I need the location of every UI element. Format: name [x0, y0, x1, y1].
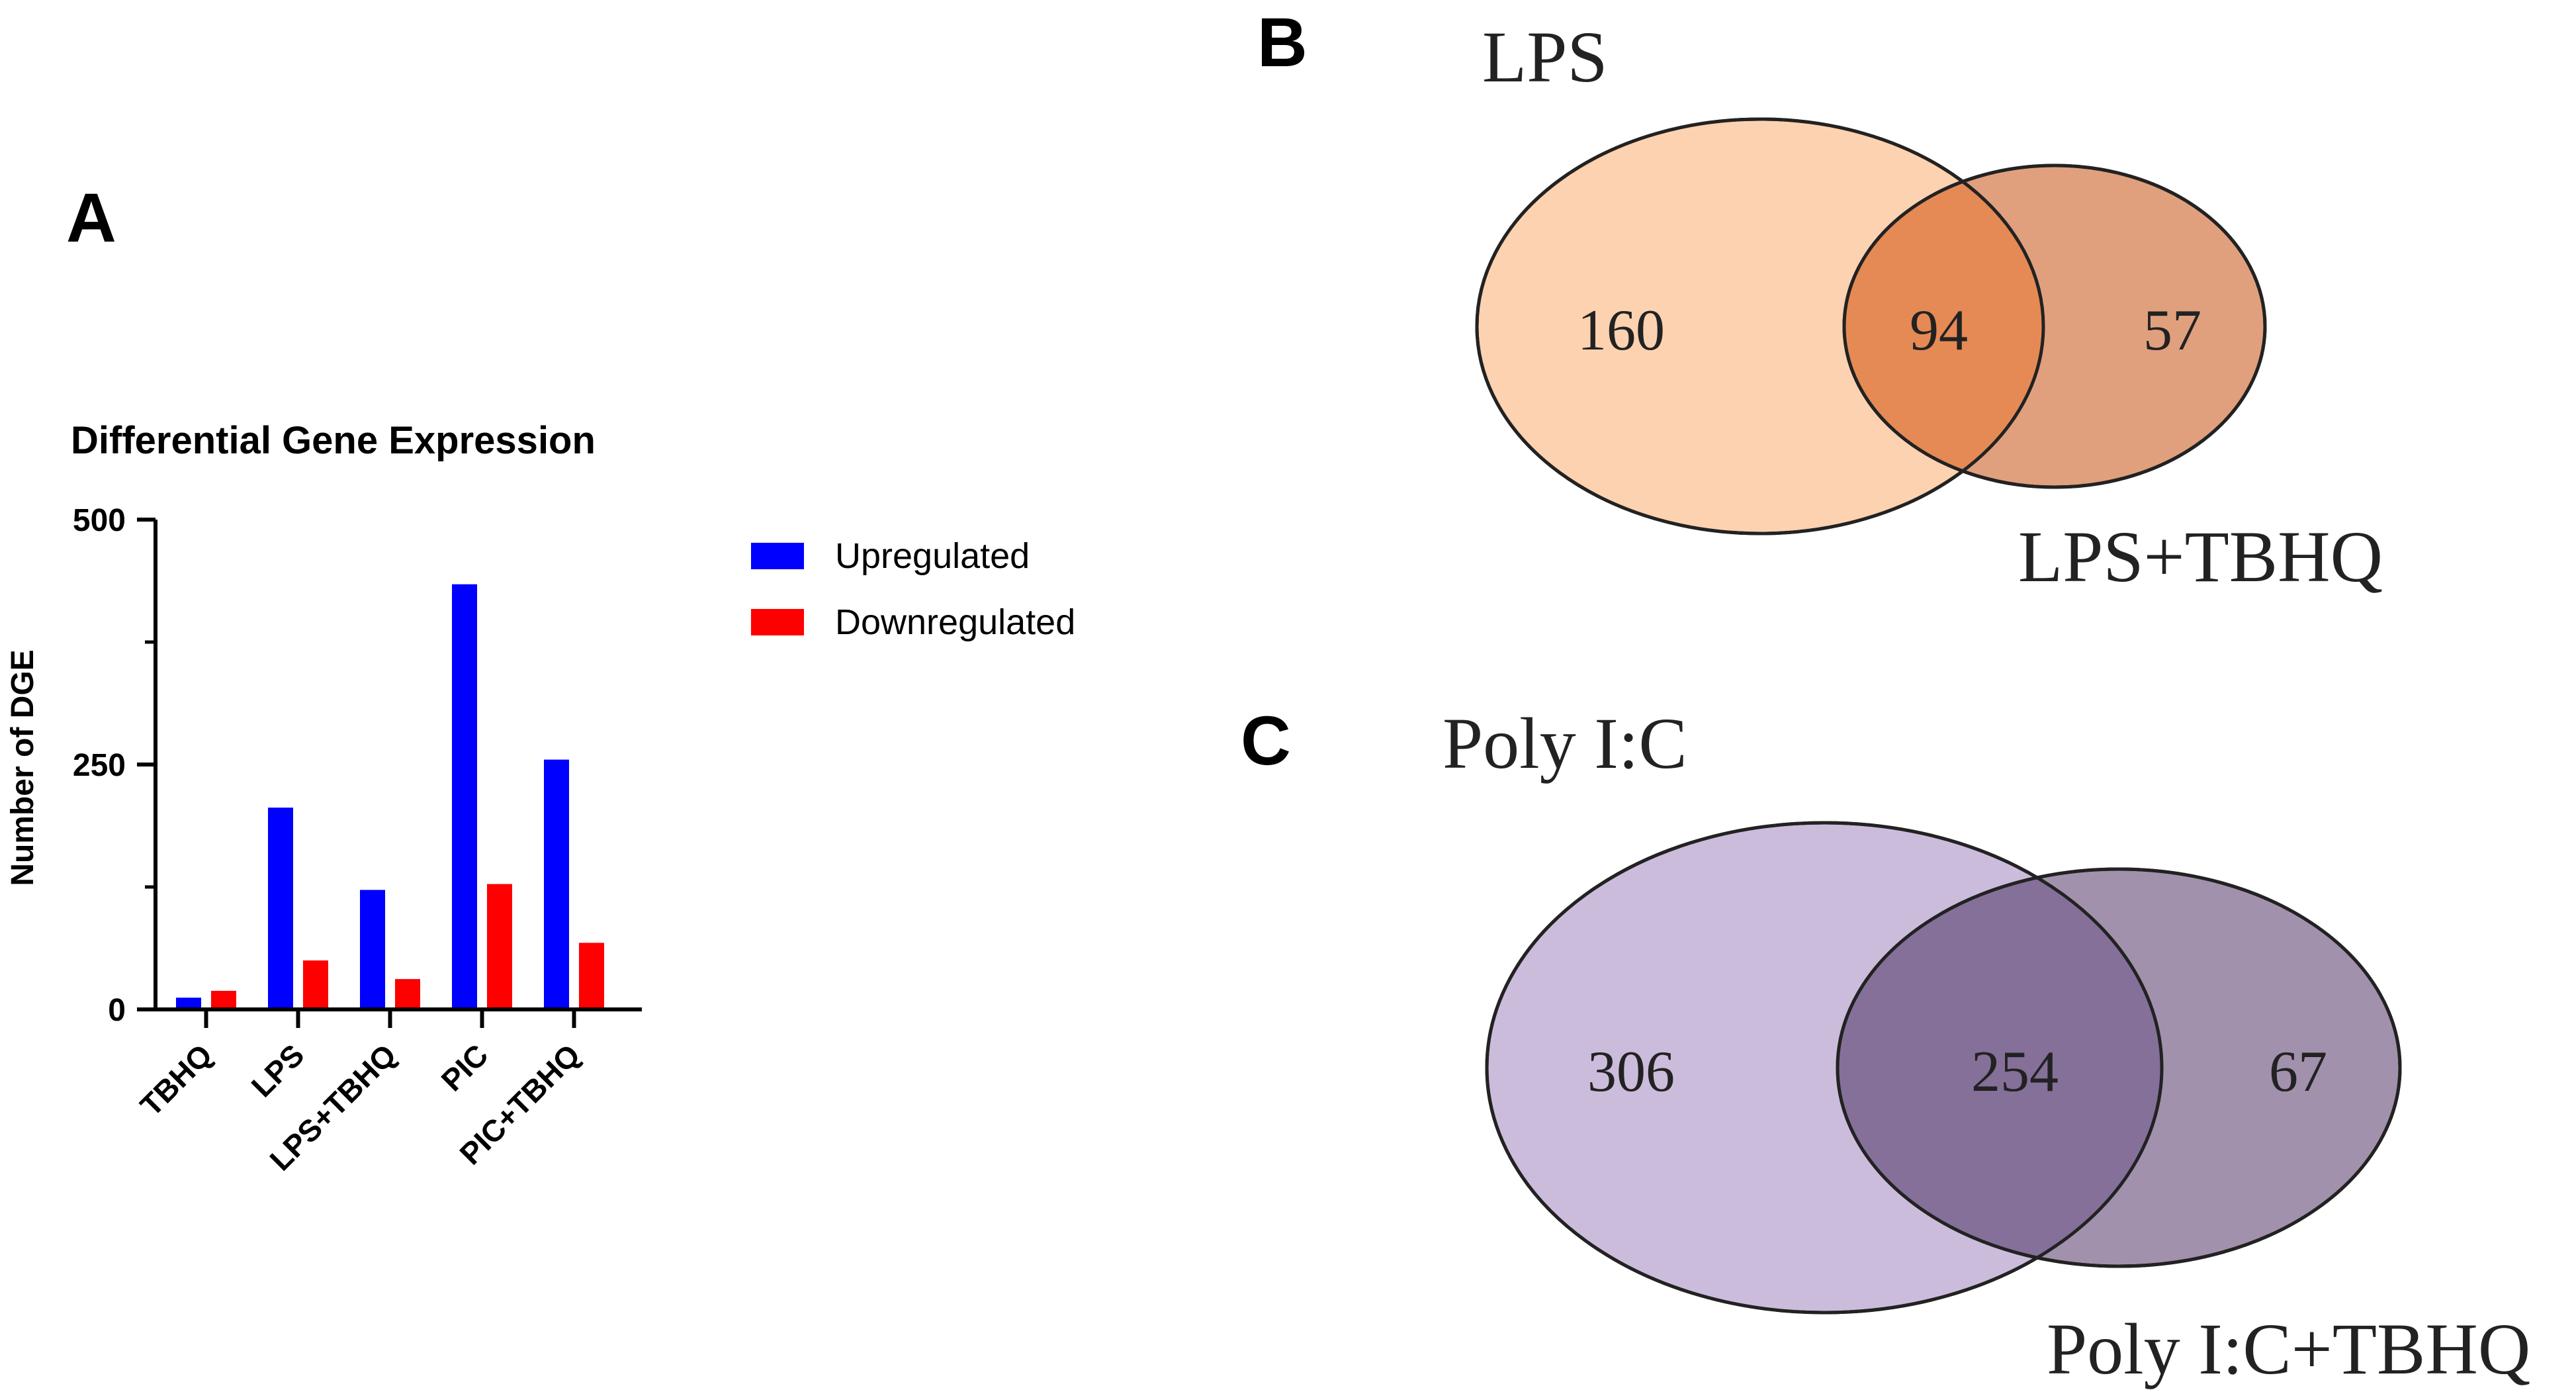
y-axis-label: Number of DGE	[5, 649, 40, 886]
venn-b-right-label: LPS+TBHQ	[2018, 516, 2383, 597]
bar-downregulated-pic	[487, 884, 512, 1009]
y-axis: 0 250 500	[73, 503, 155, 1028]
panel-a: A Differential Gene Expression Number of…	[5, 179, 1075, 1177]
venn-b-lps-tbhq-outline	[1842, 163, 2267, 489]
bar-upregulated-lps	[268, 808, 293, 1009]
x-tick-label: TBHQ	[134, 1037, 219, 1123]
y-tick-label-250: 250	[73, 748, 126, 783]
venn-c-overlap-count: 254	[1971, 1040, 2059, 1104]
chart-title: Differential Gene Expression	[71, 419, 596, 462]
venn-c-right-count: 67	[2269, 1040, 2327, 1104]
legend-swatch-downregulated	[751, 609, 804, 635]
bar-upregulated-pic	[452, 584, 477, 1009]
bar-downregulated-lps	[303, 960, 328, 1009]
venn-b-overlap-region	[1844, 165, 2043, 487]
panel-c: C Poly I:C Poly I:C+TBHQ 306 254 67	[1241, 702, 2530, 1389]
venn-b-left-label: LPS	[1482, 17, 1608, 97]
x-tick-label: LPS	[245, 1037, 311, 1103]
bar-upregulated-pic-plus-tbhq	[544, 759, 569, 1009]
legend-swatch-upregulated	[751, 543, 804, 569]
venn-b-left-count: 160	[1577, 299, 1665, 363]
venn-b-overlap-count: 94	[1910, 299, 1968, 363]
venn-b-lps-outline	[1475, 117, 2045, 535]
panel-b-letter: B	[1257, 4, 1308, 81]
bar-downregulated-tbhq	[211, 990, 236, 1009]
venn-c-left-count: 306	[1587, 1040, 1675, 1104]
bar-upregulated-tbhq	[176, 998, 201, 1009]
venn-c-left-label: Poly I:C	[1443, 703, 1687, 784]
panel-b: B LPS LPS+TBHQ 160 94 57	[1257, 4, 2383, 597]
panel-a-letter: A	[66, 179, 116, 257]
venn-b-right-count: 57	[2143, 299, 2201, 363]
x-tick-label: PIC	[435, 1037, 495, 1097]
y-tick-label-0: 0	[108, 993, 126, 1028]
y-tick-label-500: 500	[73, 503, 126, 538]
venn-c-right-label: Poly I:C+TBHQ	[2047, 1309, 2530, 1389]
bars	[176, 584, 604, 1009]
bar-downregulated-lps-plus-tbhq	[395, 979, 420, 1009]
legend-label-upregulated: Upregulated	[835, 536, 1030, 576]
bar-upregulated-lps-plus-tbhq	[360, 890, 385, 1009]
venn-c-polyic-tbhq-outline	[1836, 867, 2402, 1268]
venn-c-polyic-outline	[1485, 821, 2164, 1315]
legend-label-downregulated: Downregulated	[835, 602, 1075, 642]
panel-c-letter: C	[1241, 702, 1291, 780]
bar-downregulated-pic-plus-tbhq	[579, 943, 604, 1009]
venn-c-overlap-region	[1838, 869, 2162, 1266]
